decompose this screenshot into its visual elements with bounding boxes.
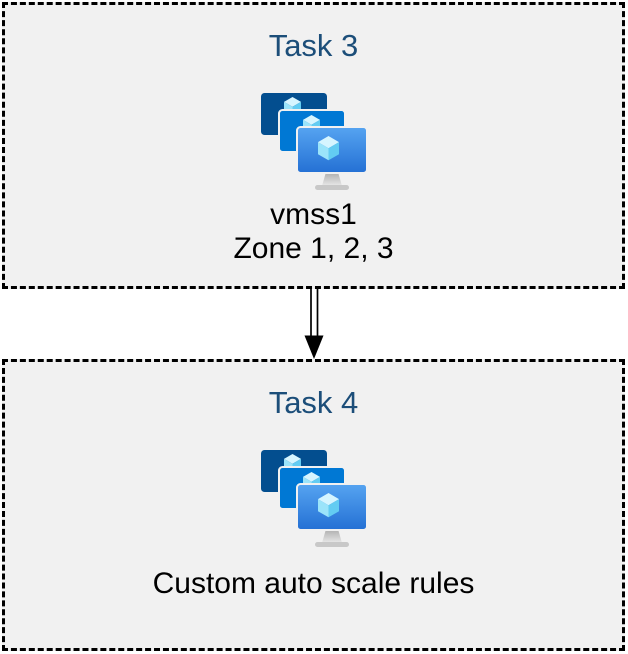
vm-scale-set-icon <box>260 93 367 190</box>
cube-icon <box>317 136 339 161</box>
task3-box: Task 3 <box>2 2 625 289</box>
down-arrow-icon <box>304 289 324 359</box>
monitor-stand <box>321 172 342 186</box>
task4-text-block: Custom auto scale rules <box>153 567 475 601</box>
task3-title: Task 3 <box>268 28 359 63</box>
task3-zones: Zone 1, 2, 3 <box>233 232 394 265</box>
task4-title: Task 4 <box>268 385 359 420</box>
task4-box: Task 4 <box>2 359 625 651</box>
task3-text-block: vmss1 Zone 1, 2, 3 <box>233 198 393 266</box>
vm-scale-set-icon <box>260 450 367 547</box>
task3-vmss-name: vmss1 <box>270 198 357 231</box>
monitor-stand <box>321 529 342 543</box>
task4-description: Custom auto scale rules <box>152 567 475 600</box>
